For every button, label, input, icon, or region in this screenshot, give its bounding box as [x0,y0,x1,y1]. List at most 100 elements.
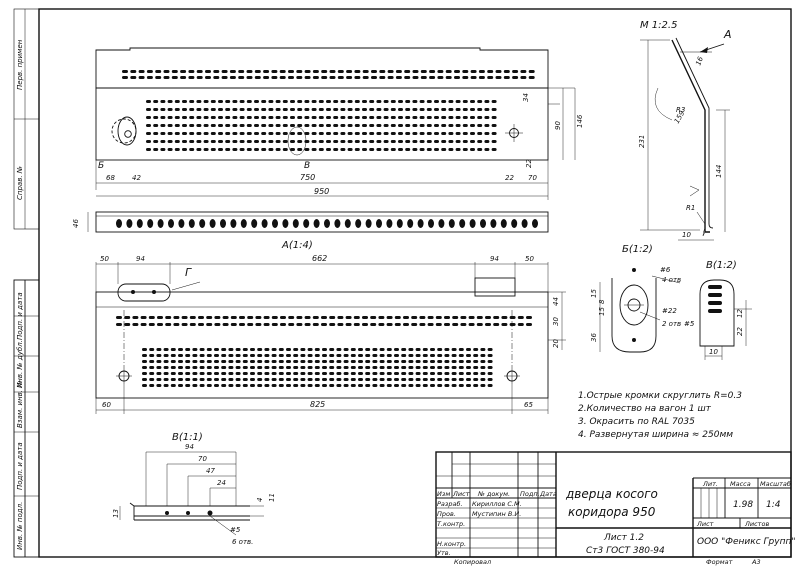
slot [153,148,159,151]
slot [532,219,538,228]
slot [142,378,147,381]
side-label-vzam: Взам. инв. № [16,380,24,428]
slot [412,76,419,79]
slot [300,378,306,381]
slot [462,132,468,135]
slot [333,116,339,119]
slot [271,70,278,73]
slot [371,76,377,79]
slot [307,384,313,387]
slot [462,76,469,79]
slot [304,323,311,326]
slot [484,124,490,127]
slot [444,323,450,326]
slot [336,366,342,369]
slot [458,372,464,375]
slot [263,70,270,73]
slot [422,378,428,381]
slot [347,100,353,103]
slot [441,132,447,135]
row-prov-role: Пров. [437,510,456,518]
slot [170,348,176,351]
slot [350,354,356,357]
slot [333,124,339,127]
slot [455,100,461,103]
slot [455,124,461,127]
slot [390,124,396,127]
slot [491,140,497,143]
slot [278,372,284,375]
format-value: А3 [751,558,761,566]
slot [268,132,274,135]
slot [404,76,411,79]
slot [484,132,490,135]
slot [275,100,281,103]
slot [337,316,344,319]
slot [358,372,363,375]
slot [225,132,231,135]
slot [437,354,443,357]
notes: 1.Острые кромки скруглить R=0.3 2.Количе… [578,391,742,440]
slot [300,366,306,369]
slot [350,366,356,369]
slot [458,384,464,387]
slot [526,316,532,319]
slot-row-top-1 [122,70,535,73]
slot [251,219,258,228]
slot [261,124,267,127]
slot [321,70,328,73]
slot [415,348,421,351]
dim-v2-13: 13 [112,509,120,518]
mark-b: Б [98,161,104,171]
dim-146: 146 [576,114,584,128]
slot [358,354,363,357]
slot [412,132,418,135]
slot [163,76,170,79]
slot [254,116,259,119]
dim-b-holes2: 2 отв [662,320,681,328]
slot [420,76,427,79]
dim-22b: 22 [505,174,514,182]
dim-v2-47: 47 [206,467,215,475]
slot [415,354,421,357]
slot [189,108,195,111]
slot [254,148,259,151]
slot [441,116,447,119]
slot [378,316,385,319]
slot [430,372,435,375]
slot [192,360,198,363]
slot [329,378,335,381]
slot [148,316,155,319]
slot [155,70,162,73]
slot [459,219,466,228]
dim-825: 825 [310,400,325,409]
slot [232,132,238,135]
slot [336,348,342,351]
slot [239,148,245,151]
slot [297,108,303,111]
slot [239,100,245,103]
slot [379,70,386,73]
slot [297,124,303,127]
slot [322,378,327,381]
slot [149,348,155,351]
slot [473,378,479,381]
slot [148,323,155,326]
slot [232,124,238,127]
slot [473,384,479,387]
slot [408,378,414,381]
slot [484,140,490,143]
profile-view: М 1:2.5 А 16 R3 159 231 144 R1 10 [638,20,732,241]
slot [369,100,375,103]
slot [218,140,223,143]
slot [460,316,467,319]
slot [318,100,324,103]
slot [311,148,317,151]
slot [206,372,212,375]
slot [422,354,428,357]
slot [239,132,245,135]
slot [229,76,236,79]
slot [405,116,411,119]
slot [376,219,382,228]
